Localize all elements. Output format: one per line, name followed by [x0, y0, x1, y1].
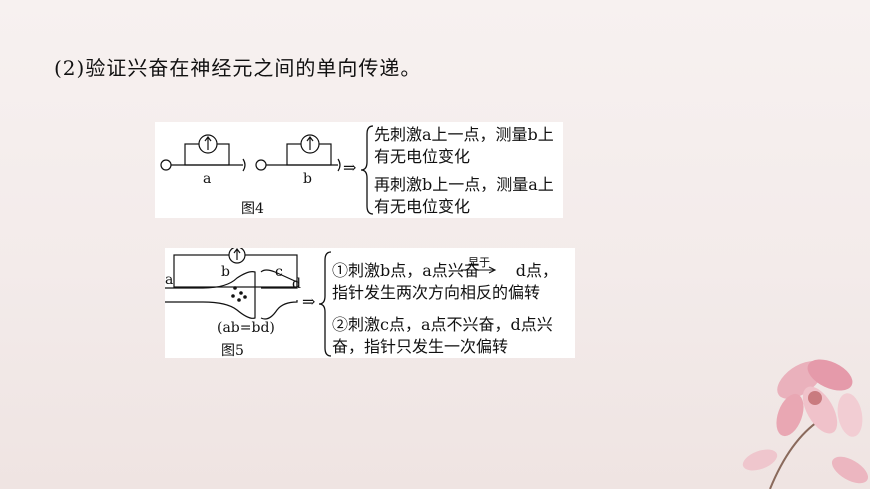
implies-symbol: ⇒	[343, 158, 357, 177]
fig5-line-3: ②刺激c点，a点不兴奋，d点兴	[332, 315, 553, 334]
label-b: b	[303, 171, 312, 187]
arrow-label-earlier: 早于	[468, 256, 490, 269]
fig5-line-2: 指针发生两次方向相反的偏转	[332, 283, 541, 302]
label-a: a	[203, 171, 212, 187]
section-heading: (2)验证兴奋在神经元之间的单向传递。	[54, 56, 422, 80]
fig4-line-1: 先刺激a上一点，测量b上	[374, 125, 554, 144]
label-a: a	[165, 272, 174, 288]
fig5-line-1-start: ①刺激b点，a点兴奋	[332, 261, 480, 280]
figure-4-caption: 图4	[241, 201, 264, 217]
fig5-line-4: 奋，指针只发生一次偏转	[332, 337, 509, 356]
fig4-line-4: 有无电位变化	[374, 197, 471, 216]
figure-5-caption: 图5	[221, 343, 244, 359]
fig5-line-1-end: d点，	[515, 261, 559, 280]
label-b: b	[221, 264, 230, 280]
fig4-line-2: 有无电位变化	[374, 147, 471, 166]
label-d: d	[292, 276, 301, 292]
label-c: c	[275, 264, 283, 280]
figure-5-panel: a b c d (ab=bd) 图5 ⇒ ①刺激b点，a点兴奋 d点， 早于 指针…	[165, 248, 575, 359]
fig5-line-1: ①刺激b点，a点兴奋 d点，	[332, 260, 558, 282]
figure-4-panel: a b 图4 ⇒ 先刺激a上一点，测量b上 有无电位变化 再刺激b上一点，测量a…	[155, 122, 563, 218]
ab-equals-bd: (ab=bd)	[217, 320, 275, 336]
flower-decoration	[742, 359, 869, 489]
fig4-line-3: 再刺激b上一点，测量a上	[374, 175, 554, 194]
implies-symbol: ⇒	[302, 292, 316, 311]
figure-4-diagram	[160, 125, 374, 215]
figure-5-diagram	[165, 248, 497, 357]
